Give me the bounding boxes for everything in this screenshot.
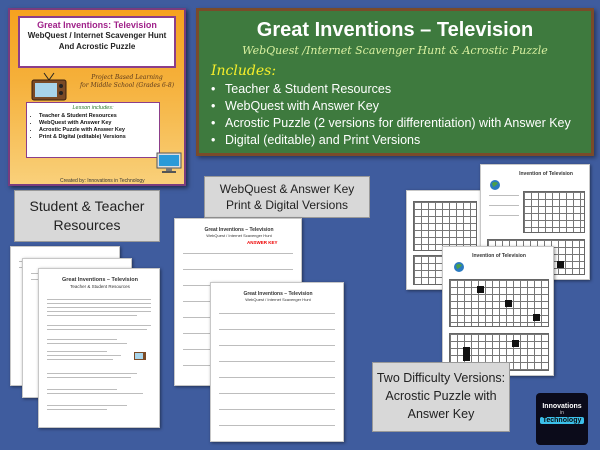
includes-item: WebQuest with Answer Key — [211, 98, 579, 115]
cover-list-item: WebQuest with Answer Key — [39, 120, 155, 127]
includes-item: Acrostic Puzzle (2 versions for differen… — [211, 115, 579, 132]
answer-key-label: ANSWER KEY — [247, 240, 278, 245]
acrostic-page-title: Invention of Television — [472, 253, 526, 259]
cover-title: Great Inventions: Television — [37, 20, 157, 30]
callout-line: Resources — [53, 217, 121, 233]
callout-line: Answer Key — [407, 407, 475, 421]
logo-line1: Innovations — [542, 403, 582, 410]
brand-logo: Innovations in Technology — [536, 393, 588, 445]
callout-line: Two Difficulty Versions: — [376, 371, 506, 385]
acrostic-student-page: Invention of Television — [442, 246, 554, 376]
product-cover: Great Inventions: Television WebQuest / … — [8, 8, 186, 186]
includes-item: Teacher & Student Resources — [211, 81, 579, 98]
cover-pbl: Project Based Learning for Middle School… — [72, 74, 182, 90]
cover-list-item: Teacher & Student Resources — [39, 113, 155, 120]
banner-subtitle: WebQuest /Internet Scavenger Hunt & Acro… — [242, 44, 548, 57]
cover-credit: Created by: Innovations in Technology — [60, 178, 145, 184]
webquest-page-subtitle: WebQuest / Internet Scavenger Hunt — [245, 297, 311, 302]
cover-list-item: Print & Digital (editable) Versions — [39, 134, 155, 141]
resources-page-title: Great Inventions – Television — [61, 277, 138, 283]
globe-icon — [490, 180, 500, 190]
webquest-page-title: Great Inventions – Television — [204, 227, 274, 233]
logo-line2: in — [560, 410, 564, 416]
cover-list-heading: Lesson includes: — [72, 105, 114, 111]
cover-lesson-list: Lesson includes: Teacher & Student Resou… — [26, 102, 160, 158]
cover-title-box: Great Inventions: Television WebQuest / … — [18, 16, 176, 68]
includes-list: Teacher & Student Resources WebQuest wit… — [211, 81, 579, 149]
globe-icon — [454, 262, 464, 272]
cover-subtitle-1: WebQuest / Internet Scavenger Hunt — [27, 31, 167, 40]
includes-item: Digital (editable) and Print Versions — [211, 132, 579, 149]
callout-line: Print & Digital Versions — [225, 198, 349, 212]
acrostic-page-title: Invention of Television — [519, 171, 573, 177]
television-icon — [134, 352, 146, 360]
callout-line: Student & Teacher — [29, 198, 145, 214]
banner-title: Great Inventions – Television — [256, 19, 534, 41]
webquest-page-title: Great Inventions – Television — [243, 291, 313, 297]
cover-subtitle-2: And Acrostic Puzzle — [58, 42, 136, 51]
student-teacher-callout: Student & Teacher Resources — [14, 190, 160, 242]
webquest-page-subtitle: WebQuest / Internet Scavenger Hunt — [206, 233, 272, 238]
television-icon — [31, 72, 67, 101]
callout-line: Acrostic Puzzle with — [385, 389, 497, 403]
cover-pbl-line1: Project Based Learning — [91, 74, 163, 81]
callout-line: WebQuest & Answer Key — [219, 182, 355, 196]
includes-label: Includes: — [211, 63, 277, 79]
resource-page-front: Great Inventions – Television Teacher & … — [38, 268, 160, 428]
resources-page-subtitle: Teacher & Student Resources — [70, 284, 130, 289]
webquest-callout: WebQuest & Answer Key Print & Digital Ve… — [204, 176, 370, 218]
webquest-student-page: Great Inventions – Television WebQuest /… — [210, 282, 344, 442]
cover-pbl-line2: for Middle School (Grades 6-8) — [79, 82, 175, 89]
cover-list-item: Acrostic Puzzle with Answer Key — [39, 127, 155, 134]
monitor-icon — [156, 152, 182, 173]
includes-banner: Great Inventions – Television WebQuest /… — [196, 8, 594, 156]
difficulty-callout: Two Difficulty Versions: Acrostic Puzzle… — [372, 362, 510, 432]
logo-line3: Technology — [540, 417, 584, 424]
